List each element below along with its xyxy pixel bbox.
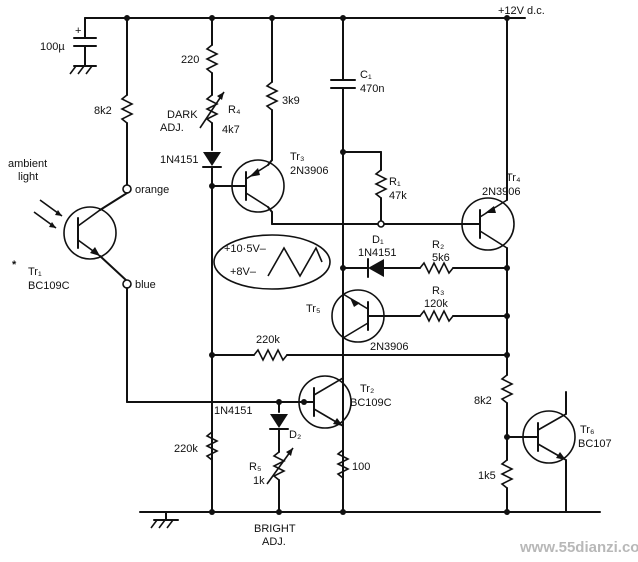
watermark: www.55dianzi.com (519, 539, 638, 556)
junction (124, 15, 130, 21)
transistor-tr3 (211, 159, 285, 213)
junction (276, 399, 282, 405)
r5-note-2: ADJ. (262, 536, 286, 548)
tr6-name: Tr₆ (580, 424, 594, 436)
r1-node (377, 220, 385, 228)
r-100-label: 100 (352, 461, 370, 473)
ambient-label-1: ambient (8, 158, 47, 170)
r-3k9-label: 3k9 (282, 95, 300, 107)
r2-name: R₂ (432, 239, 444, 251)
resistor-r5 (272, 451, 286, 481)
resistor-220 (205, 44, 219, 74)
tr2-name: Tr₂ (360, 383, 374, 395)
junction (504, 509, 510, 515)
tr5-type: 2N3906 (370, 341, 409, 353)
diode-d1 (368, 259, 384, 277)
r4-note-2: ADJ. (160, 122, 184, 134)
d1-name: D₁ (372, 234, 384, 246)
transistor-tr5 (331, 289, 421, 343)
c1-value: 470n (360, 83, 384, 95)
resistor-r1 (374, 169, 388, 199)
supply-label: +12V d.c. (498, 5, 545, 17)
tr6-type: BC107 (578, 438, 612, 450)
d-top-label: 1N4151 (160, 154, 199, 166)
waveform-low: +8V– (230, 266, 257, 278)
r3-name: R₃ (432, 285, 444, 297)
resistor-220k-bottom (205, 431, 219, 461)
junction (340, 15, 346, 21)
c1-name: C₁ (360, 69, 372, 81)
tr4-name: Tr₄ (506, 172, 521, 184)
cap-in-plus: + (75, 25, 81, 37)
resistor-8k2-top (120, 94, 134, 124)
d2-type: 1N4151 (214, 405, 253, 417)
junction (504, 15, 510, 21)
resistor-100 (336, 449, 350, 479)
tr1-type: BC109C (28, 280, 70, 292)
r-8k2-right-label: 8k2 (474, 395, 492, 407)
junction (504, 265, 510, 271)
tr5-name: Tr₅ (306, 303, 320, 315)
resistor-8k2-right (500, 374, 514, 404)
transistor-tr2 (298, 375, 352, 429)
r-220k-mid-label: 220k (256, 334, 280, 346)
transistor-tr6 (506, 410, 576, 464)
r-1k5-label: 1k5 (478, 470, 496, 482)
r4-name: R₄ (228, 104, 241, 116)
diode-1n4151-top (203, 152, 221, 166)
orange-label: orange (135, 184, 169, 196)
r5-arrow-head (286, 448, 293, 456)
junction (504, 313, 510, 319)
r4-arrow-head (217, 92, 224, 100)
blue-label: blue (135, 279, 156, 291)
r5-value: 1k (253, 475, 265, 487)
r1-name: R₁ (389, 176, 401, 188)
orange-terminal (122, 184, 132, 194)
tr4-type: 2N3906 (482, 186, 521, 198)
r-8k2-top-label: 8k2 (94, 105, 112, 117)
waveform-high: +10·5V– (224, 243, 267, 255)
resistor-r2 (419, 261, 454, 275)
r5-note-1: BRIGHT (254, 523, 296, 535)
transistor-tr4 (461, 197, 515, 251)
junction (301, 399, 307, 405)
resistor-3k9 (265, 81, 279, 111)
blue-terminal (122, 279, 132, 289)
cap-in-label: 100µ (40, 41, 65, 53)
tr1-star: * (12, 259, 17, 271)
d1-type: 1N4151 (358, 247, 397, 259)
resistor-1k5 (500, 459, 514, 489)
tr3-type: 2N3906 (290, 165, 329, 177)
resistor-220k-mid (253, 348, 288, 362)
phototransistor-tr1 (33, 192, 128, 282)
r2-value: 5k6 (432, 252, 450, 264)
capacitor-100u (69, 37, 97, 75)
resistor-r4 (205, 94, 219, 124)
r-220k-bot-label: 220k (174, 443, 198, 455)
ambient-label-2: light (18, 171, 38, 183)
waveform-callout (213, 234, 331, 290)
junction (209, 15, 215, 21)
r3-value: 120k (424, 298, 448, 310)
r4-note-1: DARK (167, 109, 198, 121)
ground-symbol (150, 519, 179, 529)
r5-name: R₅ (249, 461, 261, 473)
r4-value: 4k7 (222, 124, 240, 136)
tr2-type: BC109C (350, 397, 392, 409)
d2-name: D₂ (289, 429, 301, 441)
diode-d2 (270, 414, 288, 428)
r-220-label: 220 (181, 54, 199, 66)
tr1-name: Tr₁ (28, 266, 42, 278)
tr3-name: Tr₃ (290, 151, 304, 163)
r1-value: 47k (389, 190, 407, 202)
junction (269, 15, 275, 21)
resistor-r3 (419, 309, 454, 323)
